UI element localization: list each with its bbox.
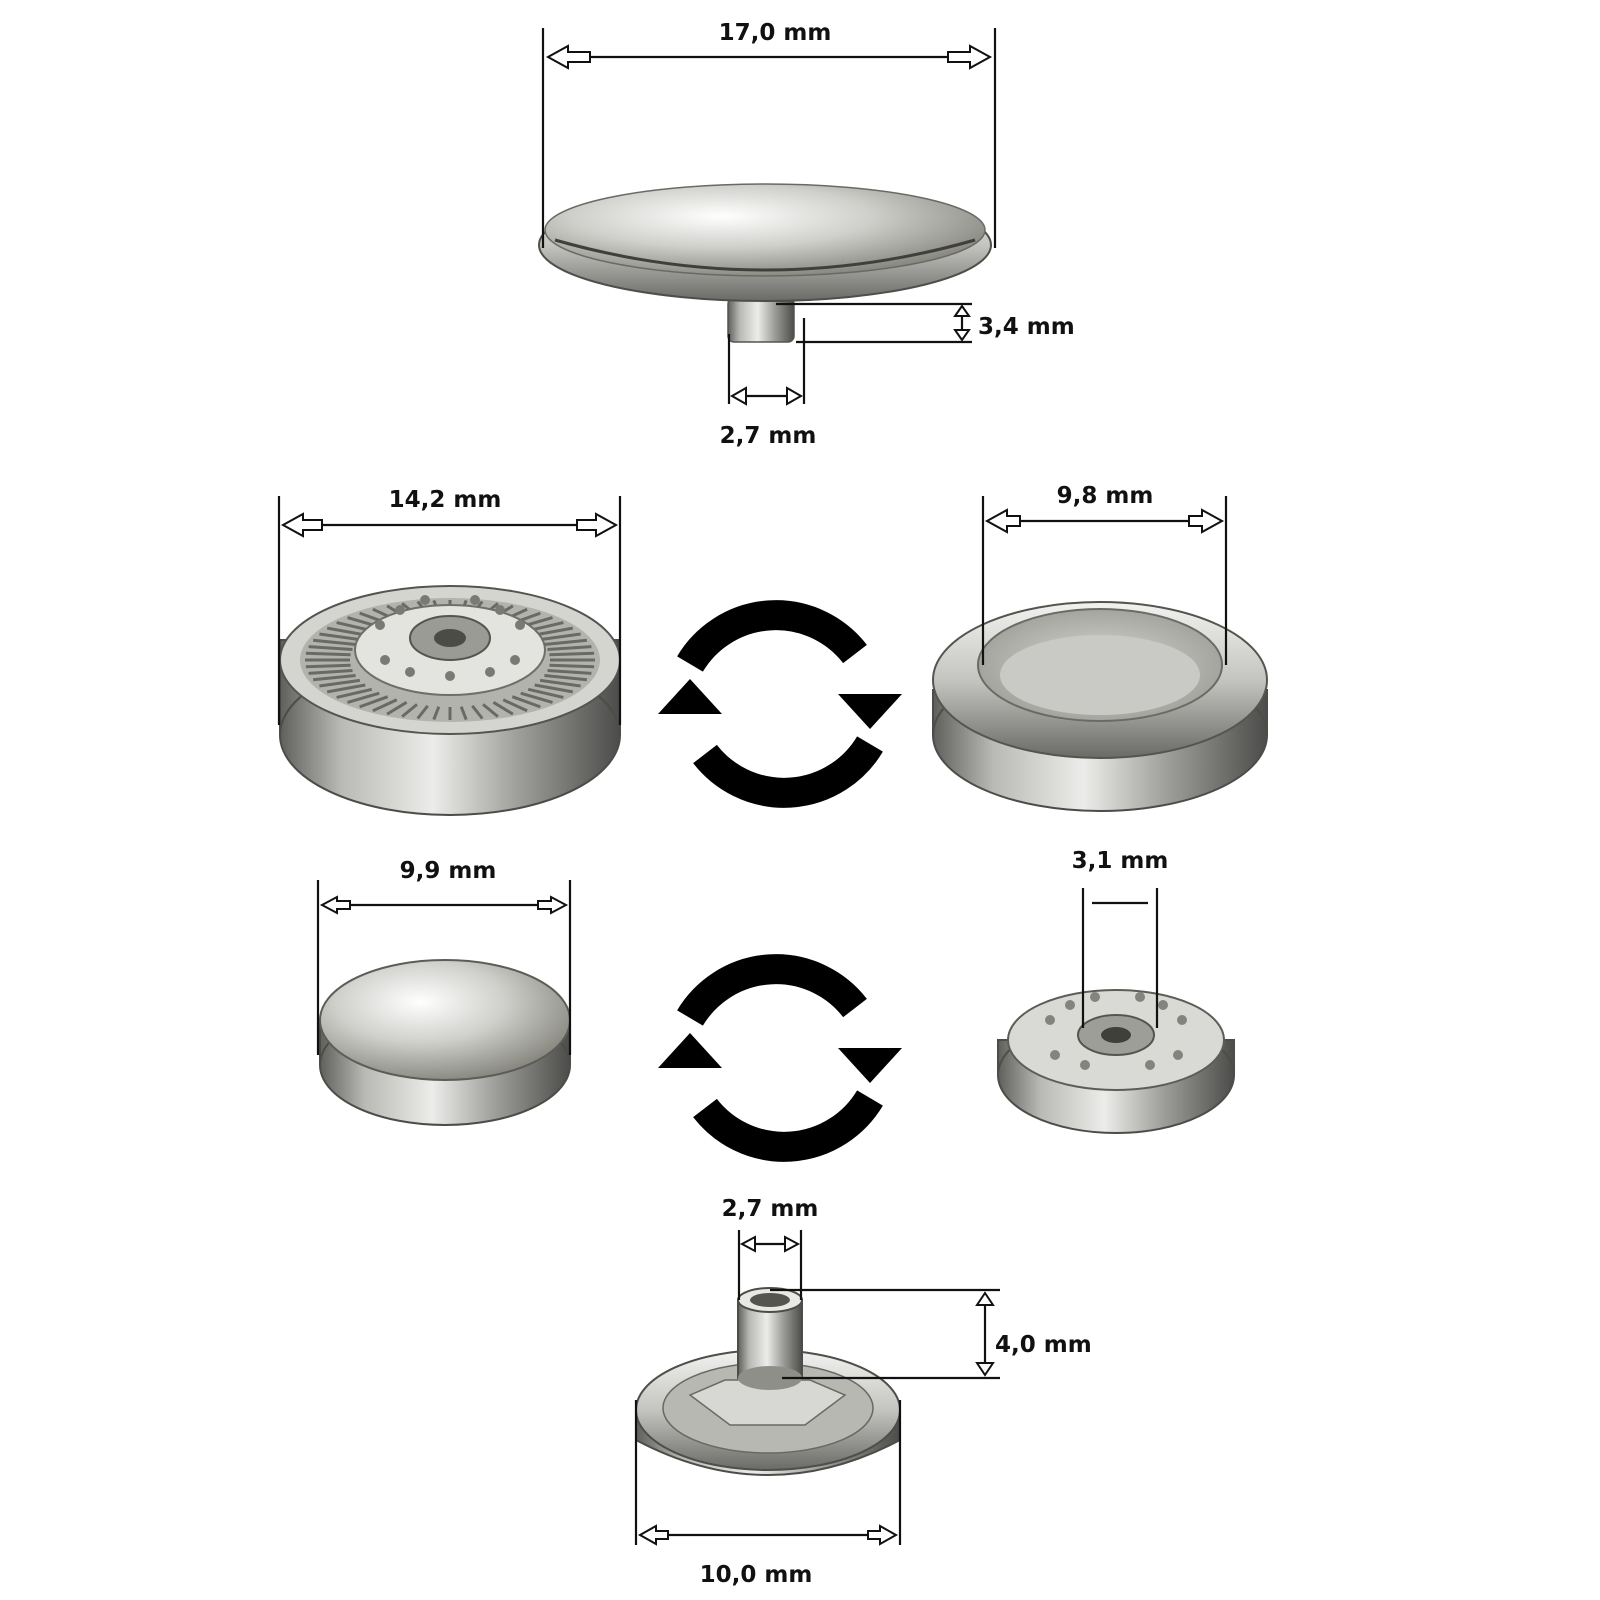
socket-ridge [416,704,429,720]
cap-stem-height-label: 3,4 mm [978,314,1075,340]
ring-part [932,601,1268,812]
arrow-right-icon [537,895,569,915]
socket-ridge [305,651,351,657]
socket-ridge [319,678,361,688]
arrow-down-icon [975,1362,995,1377]
socket-ridge [401,703,418,718]
socket-ridge [502,698,528,713]
arrow-left-icon [545,44,591,70]
small-cap-width-label: 9,9 mm [400,858,497,884]
socket-ridge [326,683,366,694]
post-part [635,1287,901,1476]
socket-ridge [471,704,484,720]
cap-part [538,183,992,343]
arrow-right-icon [786,386,804,406]
socket-ridge [547,669,592,675]
arrow-left-icon [984,508,1021,534]
arrow-up-icon [975,1291,995,1306]
post-base-width-label: 10,0 mm [700,1562,813,1588]
socket-ridge [492,701,514,716]
arrow-up-icon [953,304,971,317]
socket-ridge [386,701,408,716]
socket-ridge [359,695,389,709]
socket-part [279,585,621,816]
socket-ridge [432,706,441,721]
socket-ridge [549,663,595,669]
socket-ridge [547,645,592,651]
cap-width-label: 17,0 mm [719,20,832,46]
stud-hole-label: 3,1 mm [1072,848,1169,874]
socket-ridge [326,626,366,637]
arrow-right-icon [784,1235,801,1253]
socket-width-label: 14,2 mm [389,487,502,513]
socket-ridge [534,683,574,694]
socket-ridge [319,632,361,642]
socket-ridge [308,645,353,651]
post-width-label: 2,7 mm [722,1196,819,1222]
cap-face [544,183,986,277]
socket-ridge [372,698,398,713]
arrow-left-icon [637,1524,669,1546]
socket-ridge [459,706,468,721]
socket-ridge [312,674,356,682]
socket-ridge [549,651,595,657]
arrow-right-icon [867,1524,899,1546]
rotate-icon [658,954,902,1162]
small-cap-part [319,959,571,1126]
socket-ridge [520,691,553,704]
socket-ridge [534,626,574,637]
socket-ridge [482,703,499,718]
arrow-right-icon [947,44,993,70]
socket-ridge [347,691,380,704]
arrow-left-icon [739,1235,756,1253]
arrow-down-icon [953,329,971,342]
socket-ridge [511,695,541,709]
cap-stem-width-label: 2,7 mm [720,423,817,449]
socket-ridge [308,669,353,675]
arrow-right-icon [576,512,619,538]
socket-ridge [305,663,351,669]
socket-ridge [527,687,564,699]
ring-inner-width-label: 9,8 mm [1057,483,1154,509]
stud-part [997,989,1235,1134]
socket-ridge [544,674,588,682]
post-height-label: 4,0 mm [995,1332,1092,1358]
socket-ridge [336,687,373,699]
arrow-left-icon [729,386,747,406]
socket-ridge [544,638,588,646]
socket-ridge [539,678,581,688]
socket-ridge [539,632,581,642]
socket-ridge [312,638,356,646]
arrow-left-icon [280,512,323,538]
arrow-left-icon [319,895,351,915]
rotate-icon [658,600,902,808]
arrow-right-icon [1188,508,1225,534]
